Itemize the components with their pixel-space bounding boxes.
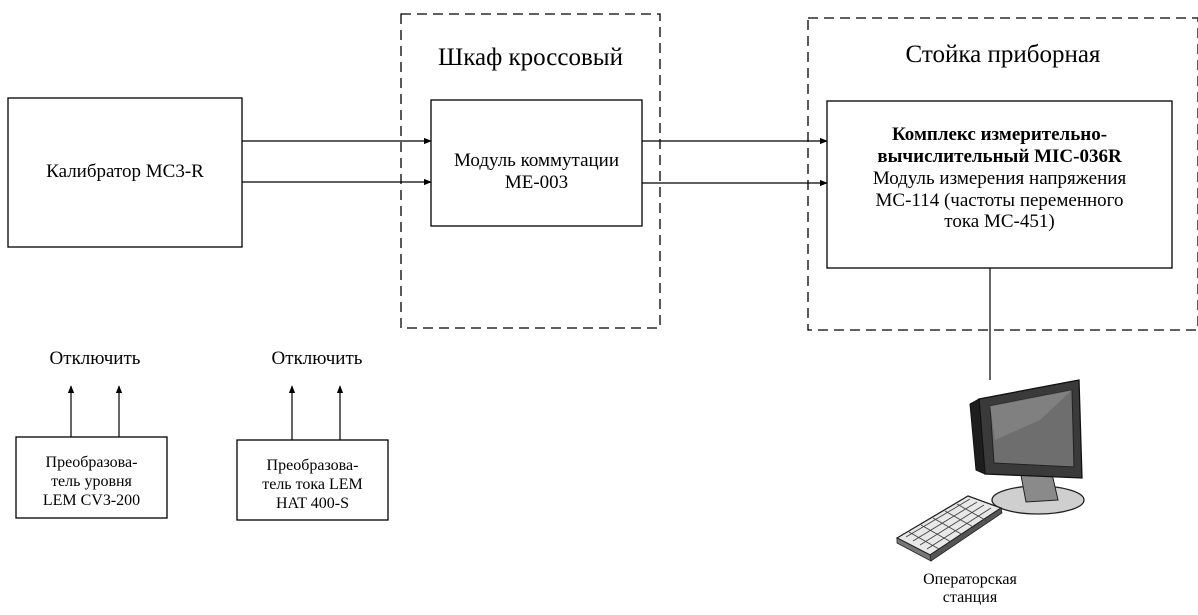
instrument-rack-title: Стойка приборная <box>905 41 1101 68</box>
switch-module-box <box>430 99 643 227</box>
cross-cabinet-title: Шкаф кроссовый <box>438 44 623 71</box>
complex-desc-line-3: тока MC-451) <box>944 211 1055 233</box>
switch-module-label: Модуль коммутации ME-003 <box>431 150 642 194</box>
calibrator-label: Калибратор MC3-R <box>46 161 204 182</box>
operator-station-line-1: Операторская <box>923 571 1017 588</box>
cross-cabinet-frame <box>400 13 661 329</box>
current-converter-line-1: Преобразова- <box>266 457 359 474</box>
workstation-icon <box>895 379 1085 562</box>
complex-desc-line-1: Модуль измерения напряжения <box>872 167 1127 189</box>
level-converter-label: Преобразова- тель уровня LEM CV3-200 <box>16 453 167 511</box>
switch-module-model: ME-003 <box>504 171 569 193</box>
measurement-complex-label: Комплекс измерительно- вычислительный MI… <box>827 124 1172 233</box>
level-converter-line-3: LEM CV3-200 <box>42 492 141 510</box>
current-converter-line-2: тель тока LEM <box>262 476 363 494</box>
complex-title-line-1: Комплекс измерительно- <box>891 124 1108 145</box>
disconnect-label-right: Отключить <box>271 348 363 369</box>
complex-title-line-2: вычислительный MIC-036R <box>877 145 1122 167</box>
level-converter-line-2: тель уровня <box>51 473 132 491</box>
current-converter-box <box>236 439 389 521</box>
operator-station-label: Операторская станция <box>880 571 1060 608</box>
instrument-rack-frame <box>807 17 1198 331</box>
level-converter-box <box>15 436 168 519</box>
level-converter-line-1: Преобразова- <box>45 454 138 471</box>
disconnect-label-left: Отключить <box>49 348 141 369</box>
operator-station-line-2: станция <box>942 589 998 607</box>
switch-module-name: Модуль коммутации <box>453 150 620 171</box>
complex-desc-line-2: MC-114 (частоты переменного <box>875 189 1124 211</box>
current-converter-label: Преобразова- тель тока LEM HAT 400-S <box>237 456 388 514</box>
current-converter-line-3: HAT 400-S <box>275 495 350 513</box>
calibrator-box <box>7 97 243 248</box>
